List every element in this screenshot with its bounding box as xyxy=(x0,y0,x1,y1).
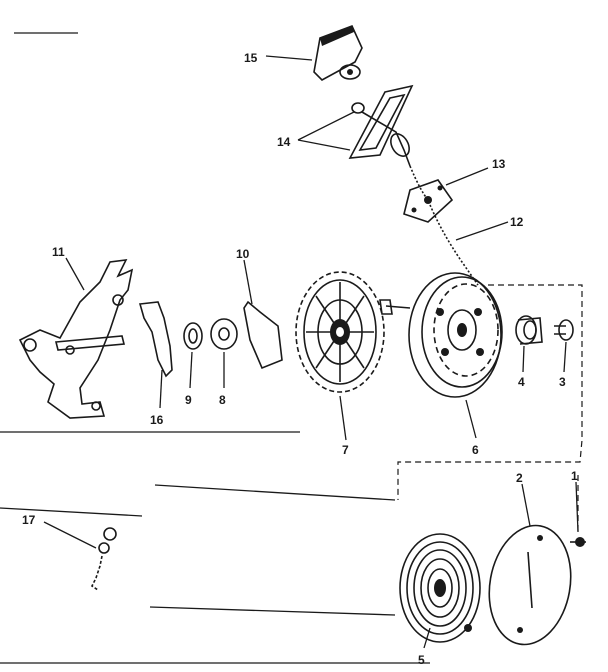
callout-13: 13 xyxy=(492,157,506,171)
part-screw xyxy=(554,319,574,341)
scan-line xyxy=(154,484,396,501)
scan-line xyxy=(0,507,143,517)
part-gear xyxy=(295,271,385,393)
part-chain xyxy=(90,527,117,591)
callout-14: 14 xyxy=(277,135,291,149)
part-brake-spring xyxy=(243,300,283,370)
part-retainer-ring xyxy=(183,322,203,350)
callout-11: 11 xyxy=(52,245,65,259)
callout-10: 10 xyxy=(236,247,250,261)
callout-3: 3 xyxy=(559,375,566,389)
callout-5: 5 xyxy=(418,653,425,667)
scan-line xyxy=(149,606,396,616)
assembly-outline xyxy=(397,284,583,500)
callout-6: 6 xyxy=(472,443,479,457)
callout-17: 17 xyxy=(22,513,36,527)
callout-7: 7 xyxy=(342,443,349,457)
callout-2: 2 xyxy=(516,471,523,485)
part-spring-clip xyxy=(515,315,543,345)
callout-16: 16 xyxy=(150,413,164,427)
callout-4: 4 xyxy=(518,375,525,389)
part-pawl xyxy=(138,301,173,378)
part-washer xyxy=(210,318,238,350)
callout-12: 12 xyxy=(510,215,524,229)
part-recoil-spring xyxy=(399,533,481,643)
leader-lines xyxy=(43,55,579,649)
part-pin xyxy=(570,537,586,547)
part-cover xyxy=(488,524,572,646)
part-guide-plate xyxy=(403,179,454,223)
callout-15: 15 xyxy=(244,51,258,65)
callout-8: 8 xyxy=(219,393,226,407)
part-bracket xyxy=(18,259,134,419)
part-handle-frame xyxy=(348,84,414,167)
part-handle-grip xyxy=(313,24,363,81)
part-starter-rope xyxy=(409,165,479,286)
part-pulley xyxy=(379,272,503,398)
callout-1: 1 xyxy=(571,469,578,483)
callout-9: 9 xyxy=(185,393,192,407)
